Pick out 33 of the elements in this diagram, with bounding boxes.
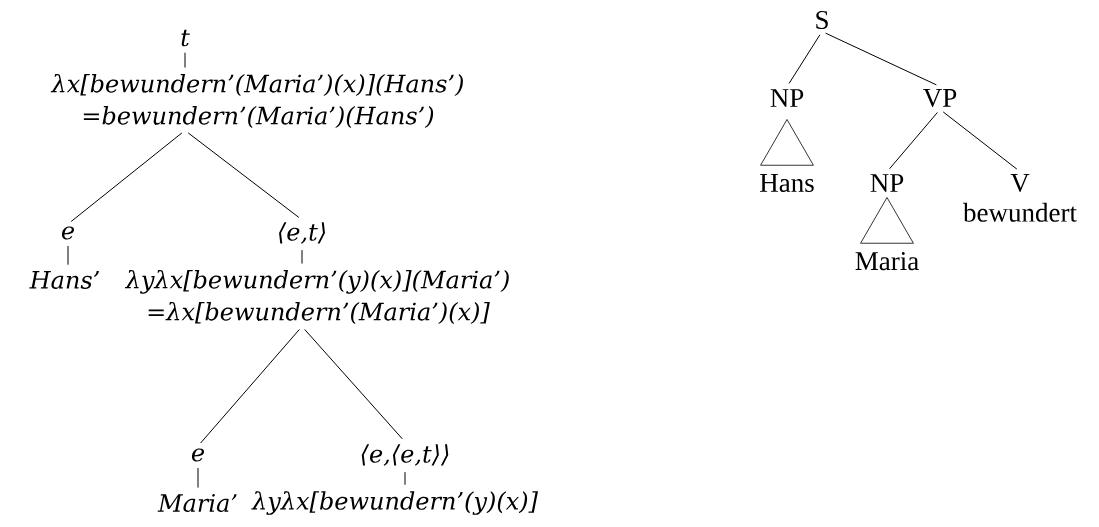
tree-branch [889, 112, 938, 170]
word-label: Hans [760, 174, 814, 192]
category-label: V [1010, 173, 1030, 193]
word-label: bewundert [963, 202, 1077, 222]
lambda-term: λyλx[bewundern’(y)(x)](Maria’) =λx[bewundern’(Maria’)(x)] [124, 269, 509, 325]
type-label: e [191, 448, 205, 462]
tree-branch [70, 132, 183, 223]
category-label: NP [870, 174, 904, 192]
tree-branch [825, 32, 937, 86]
type-label: e [61, 226, 75, 240]
lambda-term: λyλx[bewundern’(y)(x)] [251, 491, 538, 515]
word-label: Maria [855, 252, 919, 271]
triangle [860, 197, 914, 244]
type-label: ⟨e,⟨e,t⟩⟩ [361, 444, 449, 466]
tree-branch [187, 132, 300, 218]
tree-branch [404, 471, 406, 486]
category-label: VP [923, 88, 957, 108]
triangle [760, 119, 814, 166]
tree-branch [788, 34, 821, 84]
category-label: NP [770, 89, 804, 107]
category-label: S [816, 10, 828, 30]
tree-branch [184, 52, 186, 69]
tree-branch [197, 467, 199, 489]
type-label: ⟨e,t⟩ [279, 222, 325, 244]
lambda-term: Maria’ [157, 494, 237, 512]
lambda-term: Hans’ [29, 271, 99, 289]
tree-branch [200, 328, 300, 444]
type-label: t [181, 29, 190, 47]
tree-branch [942, 111, 1018, 170]
tree-branch [301, 249, 303, 265]
tree-branch [304, 328, 403, 440]
lambda-term: λx[bewundern’(Maria’)(x)](Hans’) =bewundern’(Maria’)(Hans’) [50, 73, 463, 129]
tree-branch [67, 245, 69, 266]
